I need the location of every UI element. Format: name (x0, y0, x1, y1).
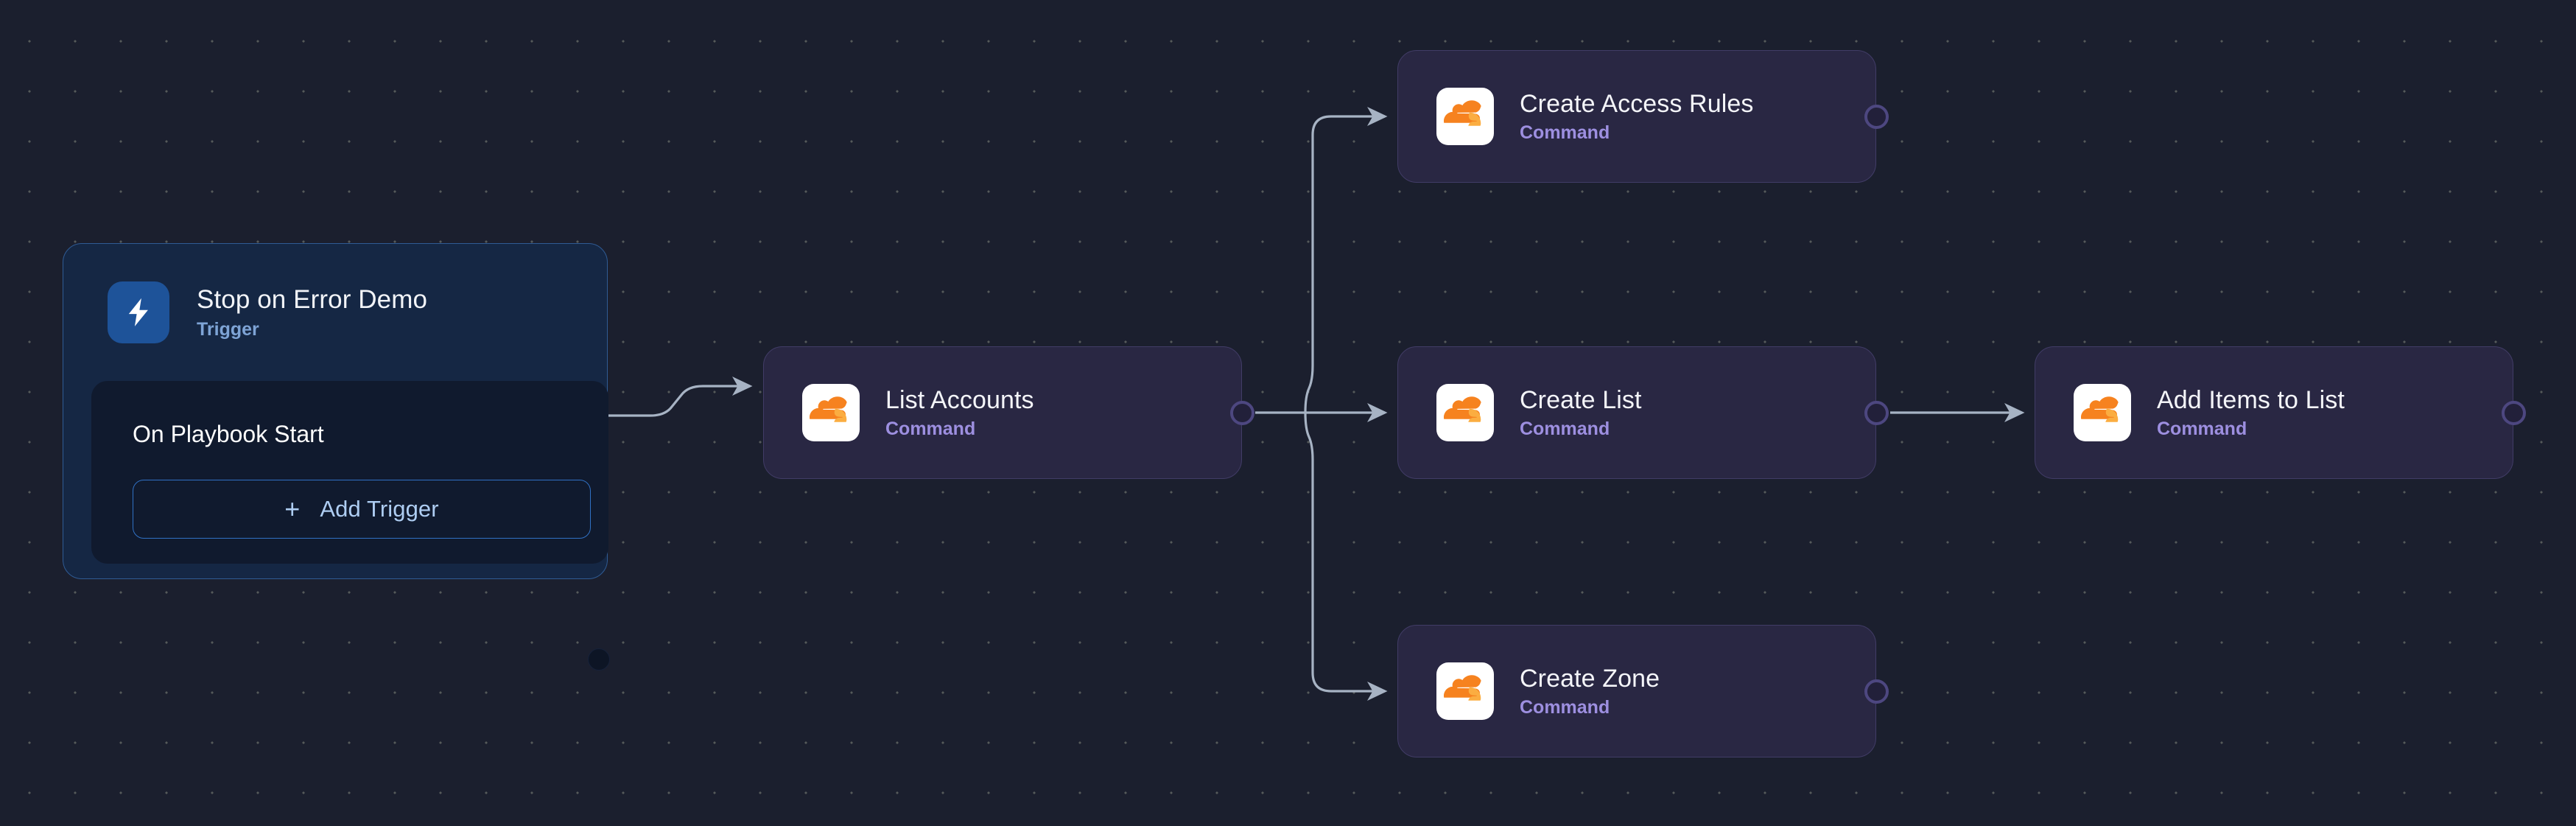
trigger-title: Stop on Error Demo (197, 285, 428, 315)
output-port-create-list[interactable] (1864, 401, 1889, 425)
node-list-accounts[interactable]: List Accounts Command (763, 346, 1242, 479)
add-trigger-label: Add Trigger (320, 496, 439, 522)
lightning-bolt-icon (108, 281, 169, 343)
on-playbook-start-panel[interactable]: On Playbook Start + Add Trigger (91, 381, 608, 564)
trigger-output-port[interactable] (588, 648, 610, 671)
cloudflare-icon (1436, 384, 1494, 441)
add-trigger-button[interactable]: + Add Trigger (133, 480, 591, 539)
output-port-list-accounts[interactable] (1230, 401, 1254, 425)
trigger-card-header: Stop on Error Demo Trigger (63, 244, 607, 381)
node-subtitle: Command (885, 419, 976, 440)
output-port-create-access-rules[interactable] (1864, 105, 1889, 129)
output-port-create-zone[interactable] (1864, 679, 1889, 704)
node-add-items-to-list[interactable]: Add Items to List Command (2035, 346, 2513, 479)
cloudflare-icon (802, 384, 860, 441)
node-create-list[interactable]: Create List Command (1397, 346, 1876, 479)
trigger-card[interactable]: Stop on Error Demo Trigger On Playbook S… (63, 243, 610, 671)
node-title: Add Items to List (2157, 386, 2345, 415)
node-subtitle: Command (1520, 122, 1610, 144)
node-title: Create Access Rules (1520, 90, 1754, 119)
node-title: Create List (1520, 386, 1642, 415)
trigger-subtitle: Trigger (197, 319, 259, 340)
node-create-access-rules[interactable]: Create Access Rules Command (1397, 50, 1876, 183)
node-title: List Accounts (885, 386, 1034, 415)
node-subtitle: Command (1520, 419, 1610, 440)
node-title: Create Zone (1520, 665, 1660, 693)
on-playbook-start-label: On Playbook Start (133, 421, 324, 447)
cloudflare-icon (1436, 662, 1494, 720)
cloudflare-icon (2074, 384, 2131, 441)
node-subtitle: Command (1520, 697, 1610, 718)
edge-list-accounts-to-create-access-rules (1304, 107, 1388, 413)
node-create-zone[interactable]: Create Zone Command (1397, 625, 1876, 757)
node-subtitle: Command (2157, 419, 2247, 440)
edge-trigger-to-list-accounts (598, 377, 753, 417)
cloudflare-icon (1436, 88, 1494, 145)
output-port-add-items-to-list[interactable] (2502, 401, 2526, 425)
edge-list-accounts-to-create-zone (1304, 412, 1388, 701)
plus-icon: + (284, 494, 301, 524)
